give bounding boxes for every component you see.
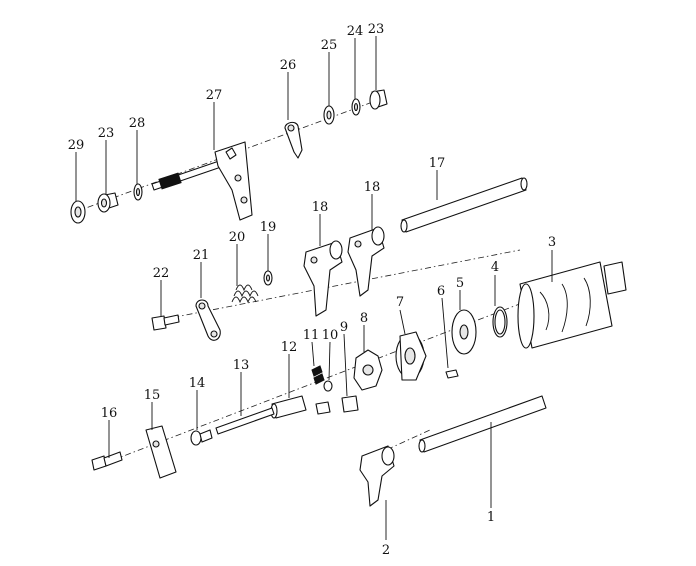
part-24-washer <box>351 98 361 116</box>
callout-8: 8 <box>360 311 368 326</box>
part-2-shift-fork <box>359 445 395 507</box>
part-3-shift-drum <box>517 261 627 349</box>
callout-15: 15 <box>144 388 161 403</box>
part-11-spring <box>311 365 325 385</box>
callout-22: 22 <box>153 266 170 281</box>
part-18-shift-fork-left <box>303 240 343 317</box>
callout-3: 3 <box>548 235 556 250</box>
part-14-bolt <box>190 429 213 446</box>
callout-17: 17 <box>429 156 446 171</box>
part-20-spring <box>231 284 259 304</box>
callout-9: 9 <box>340 320 348 335</box>
part-27-shift-shaft <box>151 141 253 221</box>
callout-2: 2 <box>382 543 390 558</box>
callout-11: 11 <box>303 328 320 343</box>
part-4-oring <box>492 306 508 338</box>
callout-23-right: 23 <box>368 22 385 37</box>
callout-6: 6 <box>437 284 445 299</box>
part-1-fork-shaft <box>418 395 547 453</box>
callout-25: 25 <box>321 38 338 53</box>
callout-13: 13 <box>233 358 250 373</box>
callout-1: 1 <box>487 510 495 525</box>
callout-29: 29 <box>68 138 85 153</box>
callout-4: 4 <box>491 260 499 275</box>
callout-10: 10 <box>322 328 339 343</box>
part-16-bolt <box>91 451 123 471</box>
part-12-pivot <box>270 395 307 419</box>
callout-27: 27 <box>206 88 223 103</box>
part-26-lever <box>284 121 303 159</box>
callout-18-left: 18 <box>312 200 329 215</box>
part-19-washer <box>263 270 273 286</box>
callout-18-right: 18 <box>364 180 381 195</box>
part-9-block <box>341 395 359 413</box>
part-18-shift-fork-right <box>347 226 385 297</box>
callout-19: 19 <box>260 220 277 235</box>
callout-7: 7 <box>396 295 404 310</box>
part-7-cam <box>395 331 427 381</box>
part-25-washer <box>323 105 335 125</box>
part-6-pin <box>445 369 459 379</box>
part-5-plate <box>451 309 477 355</box>
part-15-plate <box>145 425 177 479</box>
callout-26: 26 <box>280 58 297 73</box>
part-13-rod <box>215 407 275 435</box>
leader-lines <box>75 36 553 540</box>
callout-21: 21 <box>193 248 210 263</box>
callout-20: 20 <box>229 230 246 245</box>
callout-24: 24 <box>347 24 364 39</box>
part-10-roller <box>315 380 333 415</box>
callout-12: 12 <box>281 340 298 355</box>
callout-14: 14 <box>189 376 206 391</box>
part-28-washer <box>133 183 143 201</box>
part-22-bolt <box>151 314 180 331</box>
part-21-arm <box>195 299 221 341</box>
callout-16: 16 <box>101 406 118 421</box>
part-29-nut <box>70 200 86 224</box>
callout-23-left: 23 <box>98 126 115 141</box>
part-23-bearing-right <box>369 89 388 110</box>
callout-5: 5 <box>456 276 464 291</box>
part-17-fork-shaft <box>400 177 528 233</box>
part-23-bearing-left <box>97 192 119 213</box>
callout-28: 28 <box>129 116 146 131</box>
part-8-star-cam <box>353 349 383 391</box>
callout-labels: 1 2 3 4 5 6 7 8 9 10 11 12 13 14 15 16 1… <box>68 22 556 558</box>
